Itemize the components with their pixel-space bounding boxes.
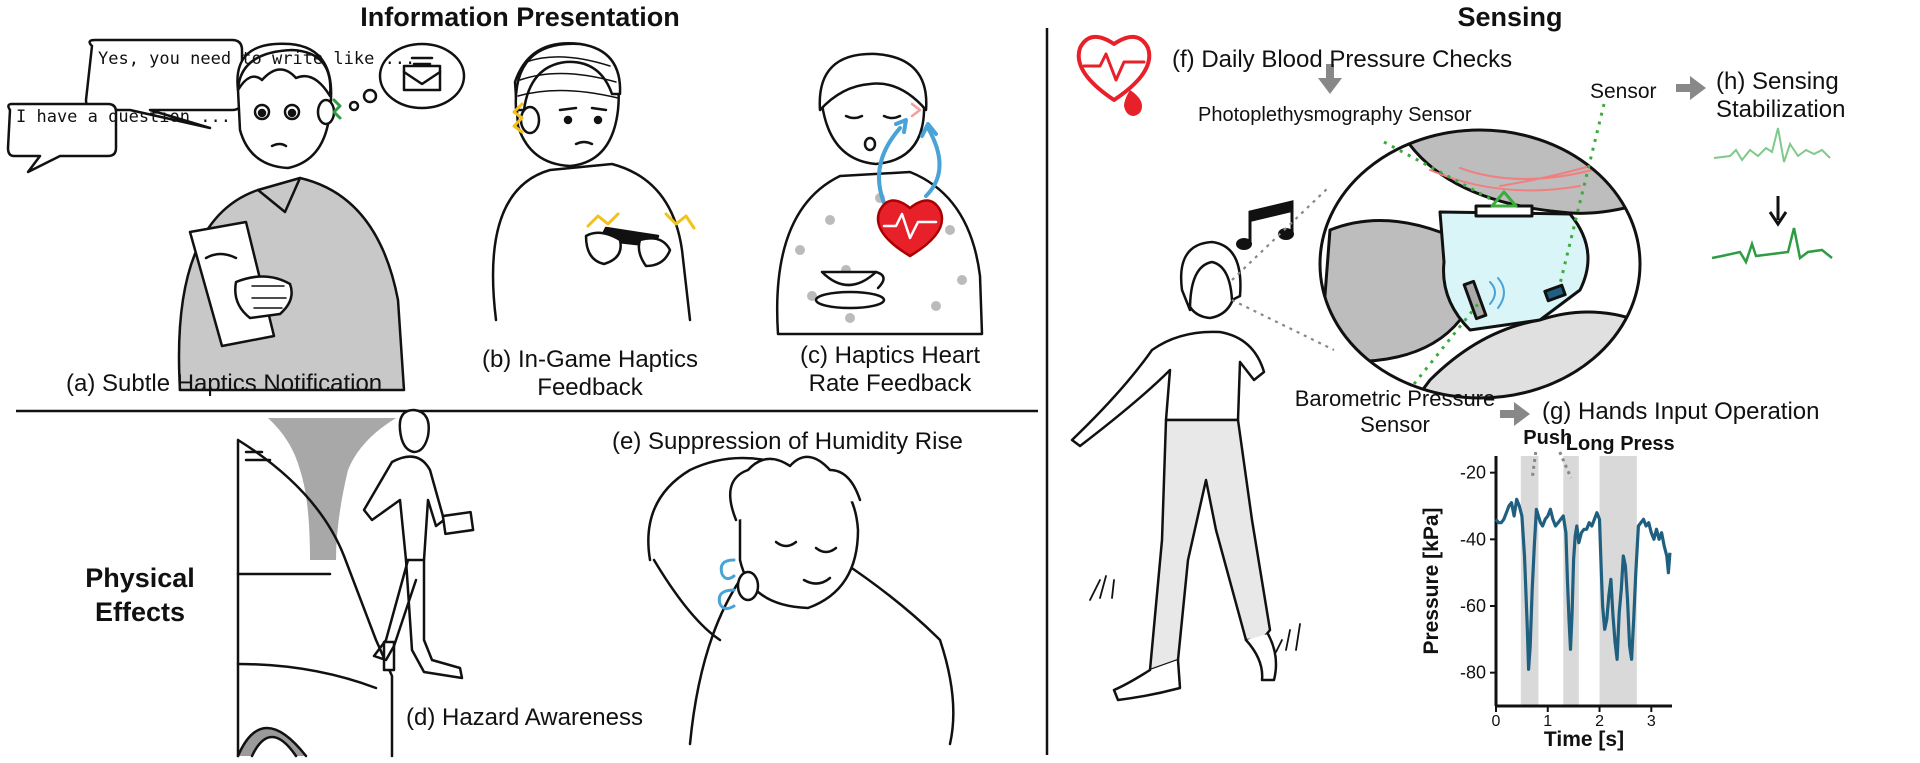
envelope-icon [402,56,442,92]
caption-h: (h) Sensing Stabilization [1716,68,1846,123]
x-tick-label-2: 2 [1595,713,1604,730]
annotation-long-press: Long Press [1566,433,1675,455]
stabilization-sensor [1543,283,1567,303]
speech-bubble-2-text: I have a question ... [16,107,231,127]
heart-pressure-icon [1076,35,1152,116]
woman-shirt [1070,330,1266,448]
walking-man [398,408,430,454]
caption-g: (g) Hands Input Operation [1542,398,1820,425]
arrow-down-icon [1768,196,1788,227]
wall-shadow [268,418,396,560]
zoom-line-bottom [1231,299,1335,351]
left-section-title: Information Presentation [360,2,680,32]
heart-rate-icon [876,199,944,258]
y-tick-label--60: -60 [1460,596,1486,616]
caption-f: (f) Daily Blood Pressure Checks [1172,46,1513,73]
x-tick-label-1: 1 [1543,713,1552,730]
y-tick-label--80: -80 [1460,663,1486,683]
caption-e: (e) Suppression of Humidity Rise [612,428,963,455]
ppg-sensor-label: Photoplethysmography Sensor [1198,104,1472,126]
x-tick-label-0: 0 [1492,713,1501,730]
airflow-icon [719,558,736,581]
music-note-icon [1236,200,1294,250]
highlight-band-1 [1563,456,1579,706]
y-tick-label--40: -40 [1460,529,1486,549]
zoom-line-top [1231,185,1331,281]
push-leader-left [1530,451,1538,479]
speech-bubble-1-text: Yes, you need to write like ... [98,49,416,69]
caption-b: (b) In-Game Haptics Feedback [481,346,699,401]
caption-c: (c) Haptics Heart Rate Feedback [799,342,981,397]
van-body [236,438,394,758]
raw-signal [1713,127,1831,163]
illustration-d-hazard [236,408,475,758]
sensor-label: Sensor [1590,80,1657,103]
flow-arrow-right [924,126,942,198]
x-axis-label: Time [s] [1544,728,1624,751]
illustration-a-man-listening [6,38,466,392]
stabilized-signal [1711,227,1833,265]
arrow-right-icon [1676,76,1706,100]
highlight-band-2 [1599,456,1637,706]
arrow-up-icon [1318,64,1342,94]
y-tick-label--20: -20 [1460,463,1486,483]
woman-pants [1148,418,1272,672]
caption-d: (d) Hazard Awareness [406,704,643,731]
x-tick-label-3: 3 [1647,713,1656,730]
sensor-leader [1558,103,1606,285]
caption-a: (a) Subtle Haptics Notification [66,370,383,397]
physical-effects-label: Physical Effects [85,563,195,627]
illustration-walking-woman [1070,240,1301,702]
barometric-sensor [1462,279,1488,321]
ear-cross-section [1318,128,1642,400]
barometric-sensor-label: Barometric Pressure Sensor [1294,386,1496,438]
annotation-push: Push [1523,427,1572,449]
push-leader-right [1558,451,1573,479]
speech-bubble-2 [6,102,118,174]
y-axis-label: Pressure [kPa] [1420,507,1443,654]
illustration-c-tea-woman [776,52,984,336]
illustration-b-gamer [491,42,696,322]
right-section-title: Sensing [1457,2,1563,32]
pressure-series-line-0 [1494,497,1672,671]
highlight-band-0 [1520,456,1539,706]
ppg-leader [1383,140,1497,204]
arrow-right-icon-g [1500,402,1530,426]
illustration-e-relaxing-man [647,455,955,746]
